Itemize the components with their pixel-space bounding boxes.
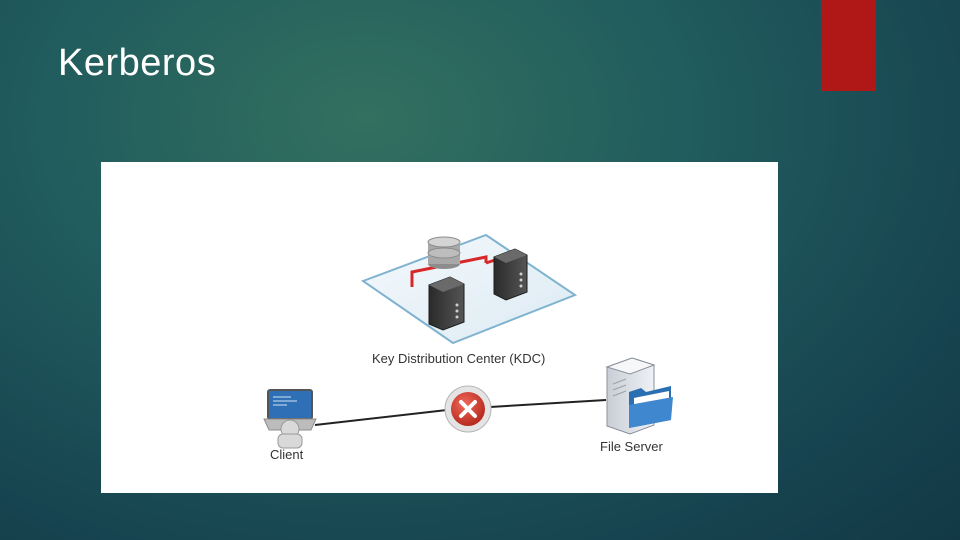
kdc-platform <box>360 233 578 345</box>
server-connection-line <box>489 399 607 408</box>
kerberos-diagram: Key Distribution Center (KDC) Client <box>101 162 778 493</box>
file-server-label: File Server <box>600 439 664 454</box>
server-tower-icon <box>493 248 528 301</box>
folder-icon <box>629 386 673 428</box>
client-connection-line <box>314 409 448 426</box>
slide-title: Kerberos <box>58 42 217 84</box>
kdc-label: Key Distribution Center (KDC) <box>372 351 545 366</box>
client-label: Client <box>270 447 304 462</box>
accent-bar <box>821 0 876 91</box>
laptop-icon <box>263 389 317 449</box>
server-tower-icon <box>428 276 465 331</box>
blocked-icon <box>444 385 492 433</box>
database-icon <box>427 236 461 269</box>
diagram-canvas: Key Distribution Center (KDC) Client <box>263 233 673 462</box>
